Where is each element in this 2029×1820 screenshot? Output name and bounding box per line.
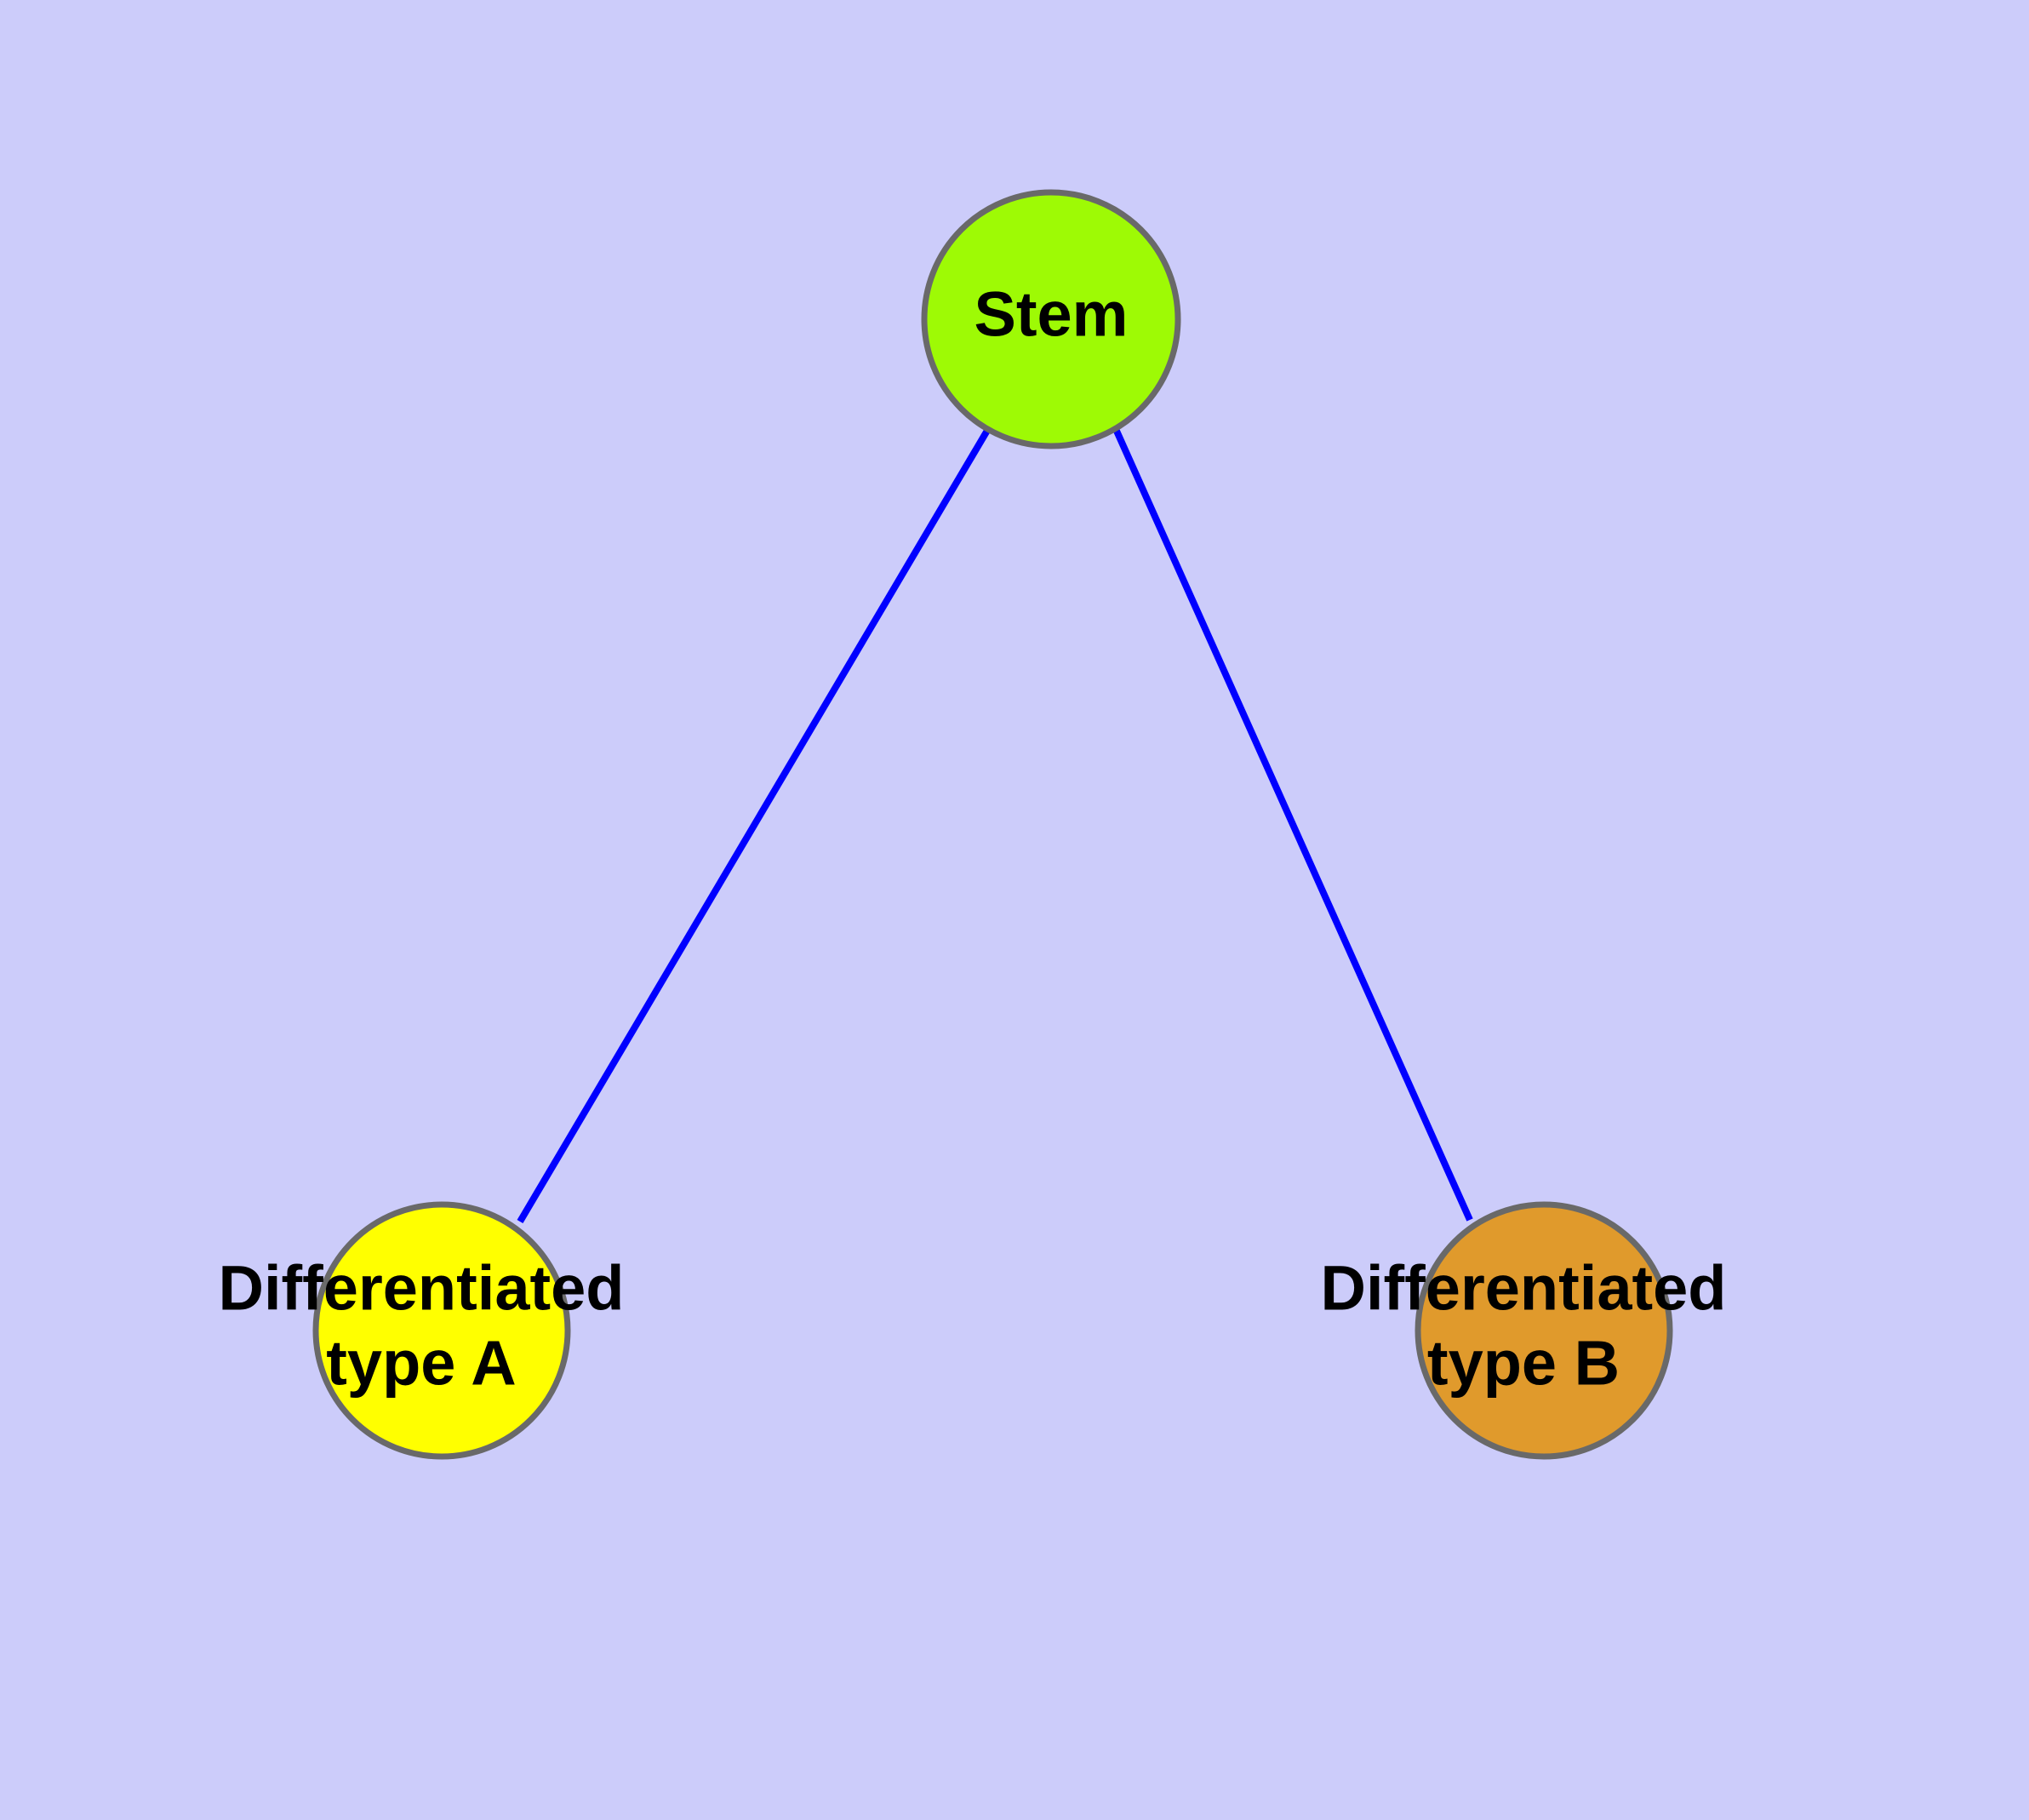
node-differentiated-type-b[interactable] (1415, 1201, 1673, 1460)
node-circle-differentiated-type-a[interactable] (312, 1201, 571, 1460)
node-label-stem: Stem (974, 279, 1129, 350)
node-label-differentiated-type-a-line2: type A (326, 1328, 516, 1399)
node-label-differentiated-type-a-line1: Differentiated (219, 1253, 625, 1324)
node-circle-stem[interactable] (921, 189, 1181, 449)
nodes-layer (312, 189, 1673, 1460)
labels-layer: Stem Differentiated type A Differentiate… (219, 279, 1727, 1399)
node-circle-differentiated-type-b[interactable] (1415, 1201, 1673, 1460)
node-label-differentiated-type-b-line1: Differentiated (1321, 1253, 1727, 1324)
node-stem[interactable] (921, 189, 1181, 449)
edge-stem-to-differentiated-type-b (1112, 427, 1473, 1222)
edge-stem-to-differentiated-type-a (517, 426, 992, 1224)
node-differentiated-type-a[interactable] (312, 1201, 571, 1460)
edges-layer (517, 426, 1473, 1224)
node-label-differentiated-type-b-line2: type B (1427, 1328, 1620, 1399)
